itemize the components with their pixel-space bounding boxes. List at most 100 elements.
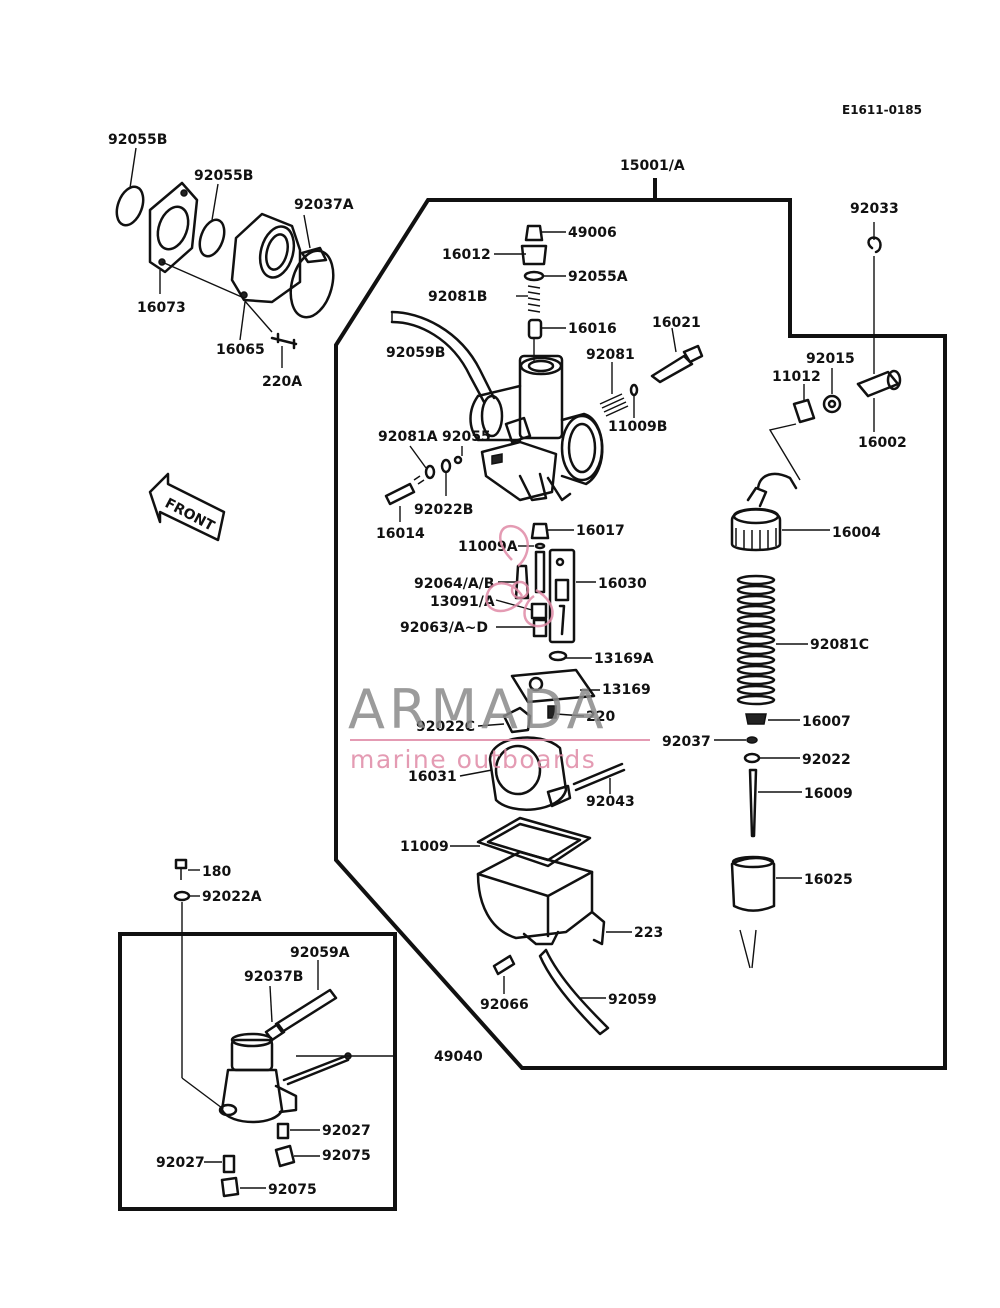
label-180: 180: [202, 864, 231, 880]
pin-92027-b: [222, 1154, 236, 1174]
hose-92059a: [274, 988, 338, 1034]
label-92059a: 92059A: [290, 945, 350, 961]
pin-92027-a: [276, 1122, 290, 1140]
bolt-180: [174, 858, 188, 870]
label-92027-b: 92027: [156, 1155, 205, 1171]
label-220: 220: [586, 709, 615, 725]
plug-13091: [530, 602, 548, 620]
label-92075-b: 92075: [268, 1182, 317, 1198]
label-11009: 11009: [400, 839, 449, 855]
spring-92081: [599, 393, 629, 417]
label-11009b: 11009B: [608, 419, 667, 435]
front-label: FRONT: [162, 495, 217, 534]
o-ring-92055b-a: [115, 185, 145, 227]
label-92081c: 92081C: [810, 637, 869, 653]
needle-jet: [534, 550, 546, 594]
label-92055b-a: 92055B: [108, 132, 167, 148]
carburetor-main-body: [518, 354, 564, 440]
label-220a: 220A: [262, 374, 302, 390]
carburetor-body: [390, 310, 604, 502]
label-92059b: 92059B: [386, 345, 445, 361]
float-16030: [548, 548, 576, 644]
label-92037: 92037: [662, 734, 711, 750]
washer-92022: [743, 752, 761, 764]
spring-92081b: [527, 285, 541, 313]
watermark-subtitle: marine outboards: [350, 745, 596, 774]
carburetor-bore: [560, 414, 604, 482]
screw-92066: [492, 954, 516, 976]
label-92015: 92015: [806, 351, 855, 367]
label-16016: 16016: [568, 321, 617, 337]
clip-92033: [867, 236, 882, 254]
o-ring-92055: [453, 455, 463, 465]
cable-elbow: [756, 472, 798, 490]
label-16021: 16021: [652, 315, 701, 331]
cap-92075-a: [274, 1144, 296, 1168]
front-arrow-icon: FRONT: [148, 472, 226, 542]
label-92063: 92063/A~D: [400, 620, 488, 636]
label-92064: 92064/A/B: [414, 576, 494, 592]
drain-hose-92059: [538, 948, 610, 1036]
label-92022b: 92022B: [414, 502, 473, 518]
screw-16014: [384, 482, 416, 506]
label-16012: 16012: [442, 247, 491, 263]
adjust-screws: [599, 327, 704, 418]
label-16009: 16009: [804, 786, 853, 802]
plate-13169: [510, 668, 596, 704]
label-223: 223: [634, 925, 663, 941]
label-49006: 49006: [568, 225, 617, 241]
jet-92063: [532, 618, 548, 638]
label-16014: 16014: [376, 526, 425, 542]
armada-watermark: ARMADA marine outboards: [348, 525, 650, 774]
screw-223: [590, 910, 606, 946]
o-ring-92055b-b: [198, 218, 226, 258]
knob-92022c: [502, 706, 532, 734]
fitting-49006: [524, 224, 544, 242]
jet-92064: [514, 564, 530, 600]
throttle-parts: [714, 222, 902, 969]
holder-16065: [230, 212, 302, 304]
label-92037a: 92037A: [294, 197, 354, 213]
bowl-body: [476, 850, 594, 940]
label-92033: 92033: [850, 201, 899, 217]
label-16007: 16007: [802, 714, 851, 730]
label-92055: 92055: [442, 429, 491, 445]
jet-stack: [477, 522, 600, 734]
label-11009a: 11009A: [458, 539, 518, 555]
label-16031: 16031: [408, 769, 457, 785]
label-92022c: 92022C: [416, 719, 475, 735]
label-16025: 16025: [804, 872, 853, 888]
label-92055a: 92055A: [568, 269, 628, 285]
label-92043: 92043: [586, 794, 635, 810]
diagram-code: E1611-0185: [842, 103, 922, 117]
screw-220: [547, 705, 557, 719]
screw-220a: [270, 332, 298, 350]
jet-16017: [530, 522, 550, 540]
spring-92081c: [736, 574, 776, 706]
float-assembly: [459, 736, 626, 811]
washer-92022a: [173, 890, 191, 902]
label-16073: 16073: [137, 300, 186, 316]
hose-92059b: [390, 310, 496, 400]
label-92022: 92022: [802, 752, 851, 768]
label-13169a: 13169A: [594, 651, 654, 667]
o-ring-11009b: [629, 383, 639, 397]
cap-16004: [730, 508, 782, 552]
pump-body: [220, 1068, 284, 1124]
label-16017: 16017: [576, 523, 625, 539]
label-92081a: 92081A: [378, 429, 438, 445]
gasket-16073: [148, 181, 199, 274]
seat-16007: [745, 713, 767, 725]
throttle-valve-16025: [730, 856, 776, 912]
label-16030: 16030: [598, 576, 647, 592]
o-ring-11009a: [534, 542, 546, 550]
label-92059: 92059: [608, 992, 657, 1008]
cap-16012: [520, 244, 548, 266]
label-15001-a: 15001/A: [620, 158, 685, 174]
spring-92081a: [424, 464, 436, 480]
pump-subassembly-frame: [118, 932, 397, 1211]
intake-parts: [115, 147, 335, 368]
watermark-title: ARMADA: [348, 678, 608, 741]
washer-92022b: [440, 458, 452, 474]
